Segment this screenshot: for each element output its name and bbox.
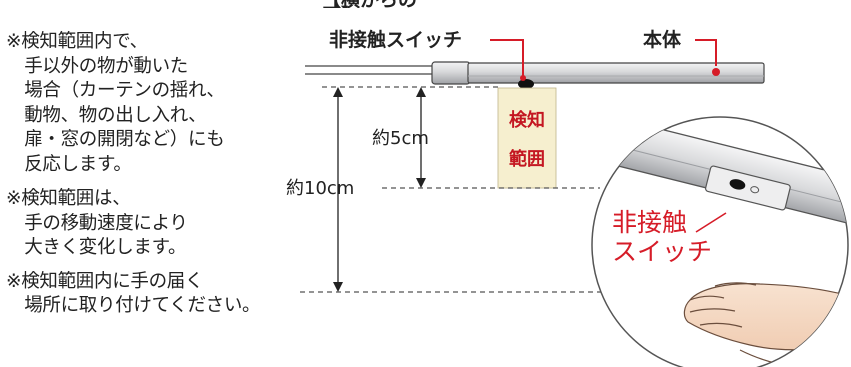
zoom-switch-label: 非接触 スイッチ	[612, 208, 713, 266]
diagram-heading: 【横からの図】	[322, 0, 432, 8]
switch-callout	[490, 39, 524, 76]
note-item: ※検知範囲内で、 手以外の物が動いた 場合（カーテンの揺れ、 動物、物の出し入れ…	[6, 31, 225, 175]
detection-zone	[497, 87, 557, 189]
zone-label-line2: 範囲	[509, 149, 545, 170]
dim-5cm-label: 約5cm	[372, 128, 429, 149]
notes-list: ※検知範囲内で、 手以外の物が動いた 場合（カーテンの揺れ、 動物、物の出し入れ…	[6, 30, 336, 328]
dim-5cm-arrow	[416, 87, 426, 188]
fixture-body	[431, 61, 765, 85]
reference-lines	[300, 86, 608, 293]
body-label: 本体	[643, 29, 682, 51]
body-callout	[695, 39, 717, 66]
dim-10cm-arrow	[333, 87, 343, 292]
note-item: ※検知範囲内に手の届く 場所に取り付けてください。	[6, 270, 261, 317]
rail-lines	[305, 65, 440, 75]
zone-label-line1: 検知	[509, 110, 545, 131]
note-item: ※検知範囲は、 手の移動速度により 大きく変化します。	[6, 188, 188, 258]
dim-10cm-label: 約10cm	[286, 178, 355, 199]
sensor-dot	[518, 79, 534, 89]
switch-label: 非接触スイッチ	[329, 29, 463, 51]
